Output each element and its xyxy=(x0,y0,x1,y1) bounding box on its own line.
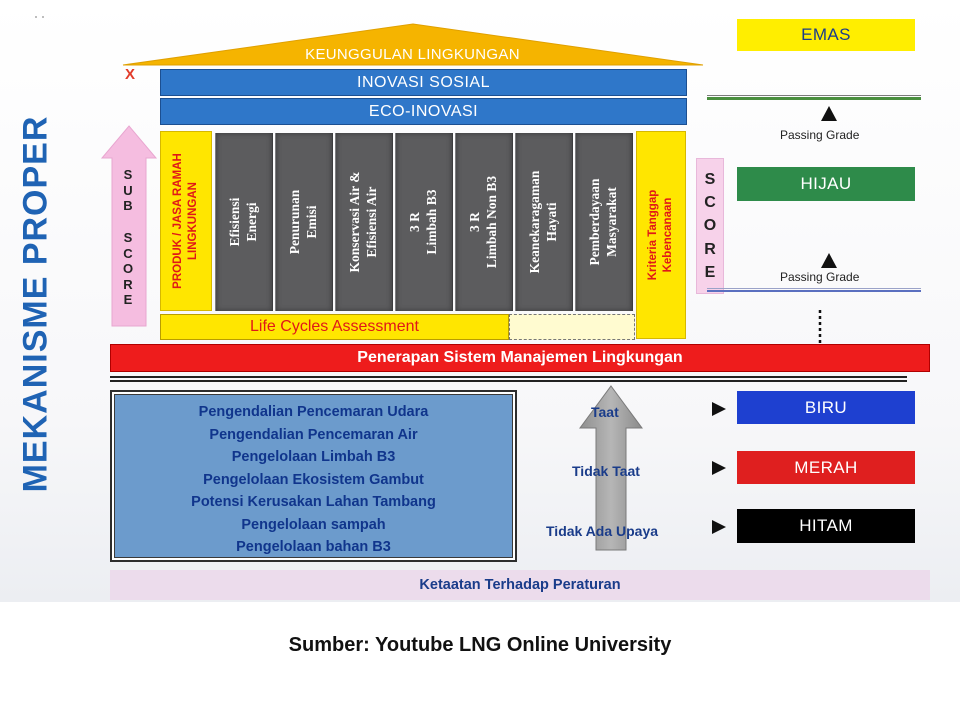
eco-inovasi-bar: ECO-INOVASI xyxy=(160,98,687,125)
separator-line xyxy=(110,376,907,382)
score-letter: S xyxy=(704,171,716,189)
sub-score-letter: C xyxy=(123,245,133,261)
score-letter: C xyxy=(704,194,716,212)
passing-grade-arrow-icon xyxy=(821,253,837,268)
sub-score-letter: E xyxy=(123,292,133,308)
produk-jasa-pillar: PRODUK / JASA RAMAH LINGKUNGAN xyxy=(160,131,212,311)
source-caption: Sumber: Youtube LNG Online University xyxy=(288,634,672,656)
grade-hitam: HITAM xyxy=(737,509,915,543)
compliance-item: Pengelolaan bahan B3 xyxy=(236,539,391,555)
score-letter: O xyxy=(703,217,717,235)
hijau-threshold-line xyxy=(707,288,921,292)
passing-grade-label: Passing Grade xyxy=(780,128,860,142)
arrow-right-icon xyxy=(712,402,726,416)
sml-label: Penerapan Sistem Manajemen Lingkungan xyxy=(357,349,683,366)
pillar-line: Limbah Non B3 xyxy=(484,175,499,269)
pillar-line: Pemberdayaan xyxy=(587,178,603,266)
pillar-line: Emisi xyxy=(304,205,319,239)
score-letter: R xyxy=(704,240,716,258)
status-tidak-taat: Tidak Taat xyxy=(572,463,640,479)
base-label: Ketaatan Terhadap Peraturan xyxy=(419,577,621,593)
sub-score-letter: S xyxy=(123,167,133,183)
score-label: S C O R E xyxy=(696,158,724,294)
lca-bar: Life Cycles Assessment xyxy=(160,314,509,340)
passing-grade-arrow-icon xyxy=(821,106,837,121)
pillar-line: Energi xyxy=(244,202,259,242)
kebencanaan-label: Kriteria Tanggap Kebencanaan xyxy=(647,189,674,281)
pillar-line: Penurunan xyxy=(287,189,303,255)
pillar-line: Efisiensi xyxy=(227,197,243,247)
sub-score-arrow xyxy=(100,125,158,327)
x-mark: X xyxy=(125,66,136,83)
compliance-item: Pengendalian Pencemaran Udara xyxy=(198,404,429,420)
inovasi-sosial-bar: INOVASI SOSIAL xyxy=(160,69,687,96)
sml-bar: Penerapan Sistem Manajemen Lingkungan xyxy=(110,344,930,372)
status-tidak-ada-upaya: Tidak Ada Upaya xyxy=(546,523,659,539)
corner-dots xyxy=(33,6,47,18)
pillar-line: Limbah B3 xyxy=(424,189,439,255)
pillar-konservasi-air: Konservasi Air &Efisiensi Air xyxy=(335,133,393,311)
pillar-line: Efisiensi Air xyxy=(364,186,379,258)
compliance-item: Pengendalian Pencemaran Air xyxy=(209,426,418,443)
grade-merah: MERAH xyxy=(737,451,915,484)
side-title-text: MEKANISME PROPER xyxy=(16,115,55,493)
pillar-line: Keanekaragaman xyxy=(527,170,543,274)
pillar-line: Hayati xyxy=(544,202,559,242)
side-title: MEKANISME PROPER xyxy=(14,88,58,520)
emas-threshold-line xyxy=(707,95,921,100)
pillar-line: Konservasi Air & xyxy=(347,171,363,273)
kebencanaan-pillar: Kriteria Tanggap Kebencanaan xyxy=(636,131,686,339)
arrow-right-icon xyxy=(712,520,726,534)
grade-hijau: HIJAU xyxy=(737,167,915,201)
sub-score-letter: U xyxy=(123,182,133,198)
pillar-line: 3 R xyxy=(407,212,423,232)
pillar-line: 3 R xyxy=(467,212,483,232)
roof-label: KEUNGGULAN LINGKUNGAN xyxy=(305,45,520,63)
compliance-item: Pengelolaan Limbah B3 xyxy=(231,449,396,465)
lca-label: Life Cycles Assessment xyxy=(250,318,419,335)
compliance-list: Pengendalian Pencemaran Udara Pengendali… xyxy=(110,390,517,562)
sub-score-letter: B xyxy=(123,198,133,214)
status-taat: Taat xyxy=(591,404,619,420)
arrow-right-icon xyxy=(712,461,726,475)
roof-triangle xyxy=(122,23,704,66)
sub-score-letter: O xyxy=(122,261,134,277)
lca-extension-box xyxy=(509,314,635,340)
sub-score-letter: S xyxy=(123,229,133,245)
proper-mechanism-slide: MEKANISME PROPER KEUNGGULAN LINGKUNGAN X… xyxy=(0,0,960,602)
sub-score-label: S U B S C O R E xyxy=(115,150,141,325)
compliance-up-arrow xyxy=(579,385,643,551)
grade-emas: EMAS xyxy=(737,19,915,51)
grade-biru: BIRU xyxy=(737,391,915,424)
passing-grade-label: Passing Grade xyxy=(780,270,860,284)
score-letter: E xyxy=(704,263,716,281)
compliance-item: Pengelolaan Ekosistem Gambut xyxy=(203,471,424,488)
sub-score-letter: R xyxy=(123,276,133,292)
pillar-line: Masyarakat xyxy=(604,187,619,257)
produk-jasa-label: PRODUK / JASA RAMAH LINGKUNGAN xyxy=(172,153,199,289)
base-bar: Ketaatan Terhadap Peraturan xyxy=(110,570,930,600)
compliance-item: Potensi Kerusakan Lahan Tambang xyxy=(191,494,436,510)
compliance-item: Pengelolaan sampah xyxy=(241,516,386,533)
